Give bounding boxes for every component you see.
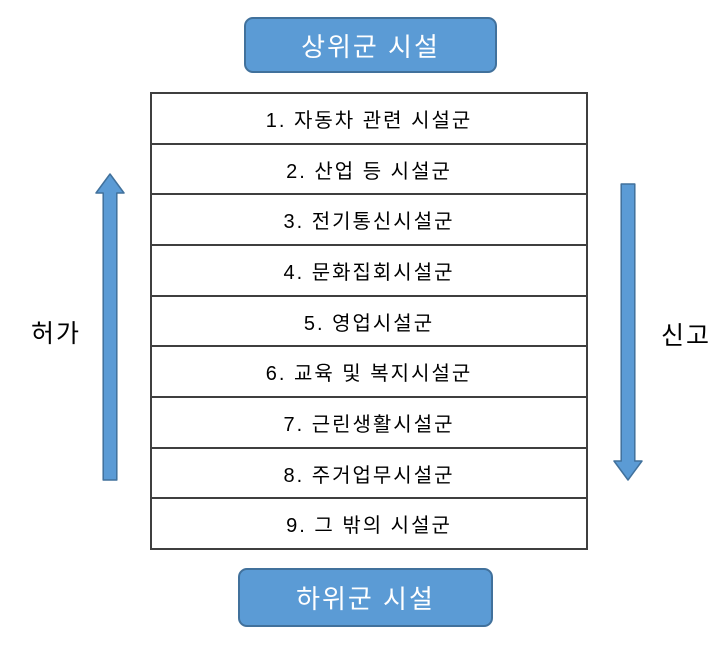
table-row-label: 1. 자동차 관련 시설군 [265,109,473,132]
report-down-arrow [613,183,643,481]
table-row-label: 7. 근린생활시설군 [283,413,455,436]
table-row-7: 7. 근린생활시설군 [152,398,586,449]
upper-group-box: 상위군 시설 [244,17,497,73]
facility-group-table: 1. 자동차 관련 시설군 2. 산업 등 시설군 3. 전기통신시설군 4. … [150,92,588,550]
table-row-1: 1. 자동차 관련 시설군 [152,94,586,145]
report-label: 신고 [661,322,712,350]
lower-group-box: 하위군 시설 [238,568,493,627]
table-row-label: 4. 문화집회시설군 [283,261,455,284]
upper-group-label: 상위군 시설 [301,31,440,62]
table-row-label: 2. 산업 등 시설군 [286,160,452,183]
table-row-label: 8. 주거업무시설군 [283,464,455,487]
table-row-9: 9. 그 밖의 시설군 [152,499,586,548]
permit-up-arrow [95,173,125,481]
table-row-label: 6. 교육 및 복지시설군 [265,363,473,386]
table-row-8: 8. 주거업무시설군 [152,449,586,500]
table-row-2: 2. 산업 등 시설군 [152,145,586,196]
table-row-label: 9. 그 밖의 시설군 [286,515,452,538]
lower-group-label: 하위군 시설 [296,584,435,614]
table-row-label: 5. 영업시설군 [303,312,435,335]
table-row-4: 4. 문화집회시설군 [152,246,586,297]
table-row-3: 3. 전기통신시설군 [152,195,586,247]
permit-label: 허가 [31,320,82,348]
table-row-label: 3. 전기통신시설군 [283,211,455,234]
table-row-5: 5. 영업시설군 [152,297,586,348]
table-row-6: 6. 교육 및 복지시설군 [152,347,586,399]
